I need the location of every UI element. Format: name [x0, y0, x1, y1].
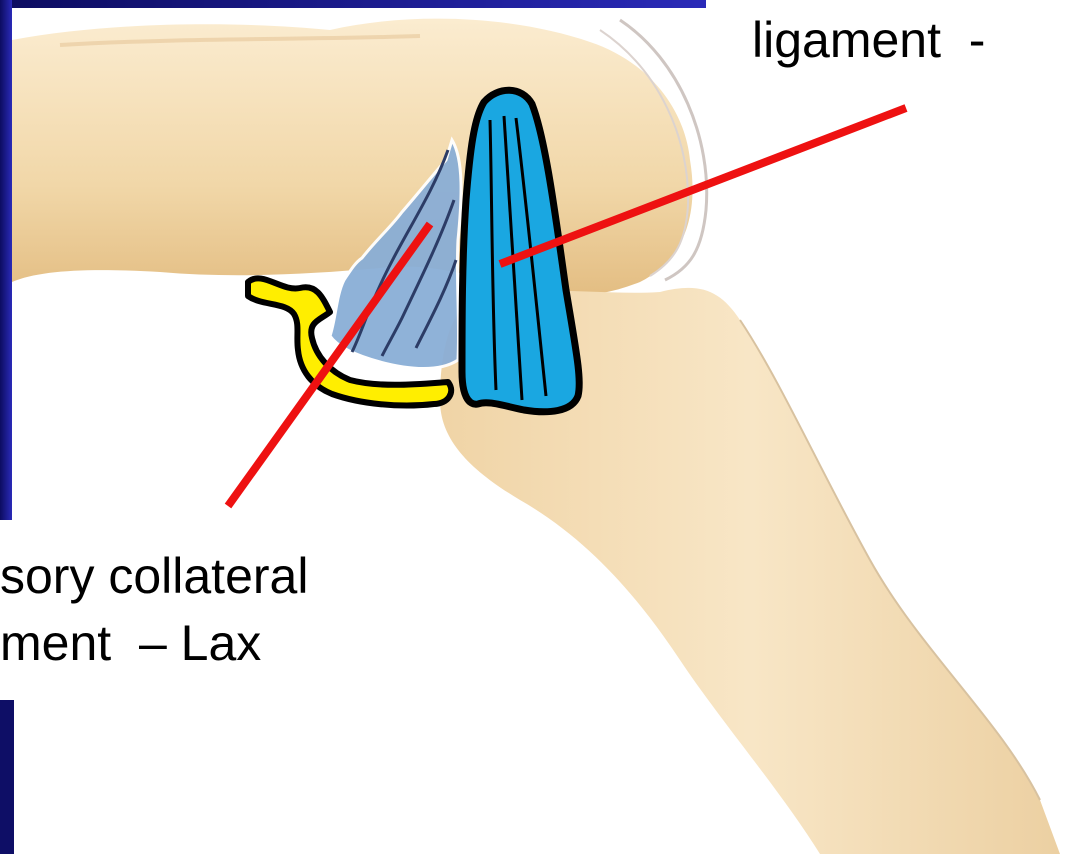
- accessory-ligament-label-line2: ment – Lax: [0, 615, 261, 671]
- accessory-ligament-label-line1: sory collateral: [0, 548, 308, 604]
- femur-bone: [12, 19, 693, 297]
- collateral-ligament-label: ligament -: [752, 12, 985, 68]
